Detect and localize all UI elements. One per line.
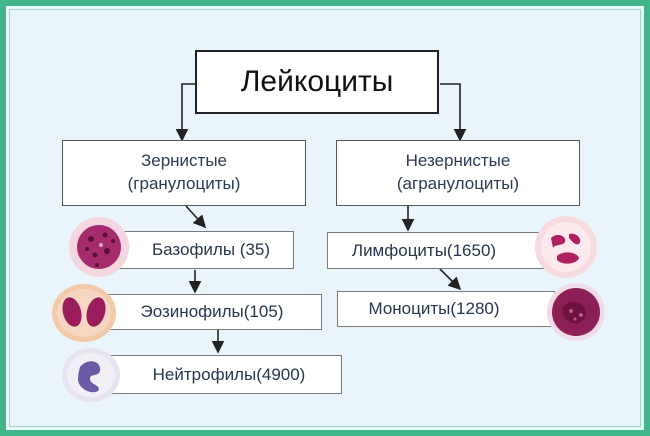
monocyte-cell-image <box>547 283 605 341</box>
lymphocyte-cell-image <box>535 216 597 278</box>
basophils-label: Базофилы (35) <box>151 240 271 259</box>
neutrophils-label: Нейтрофилы(4900) <box>152 364 306 384</box>
title-text: Лейкоциты <box>240 65 394 98</box>
arrow-root-to-agranular <box>440 83 467 142</box>
neutrophils-box: Нейтрофилы(4900) <box>94 355 342 394</box>
eosinophil-cell-image <box>52 284 116 342</box>
basophils-box: Базофилы (35) <box>104 231 294 269</box>
title-box: Лейкоциты <box>195 50 439 114</box>
lymphocytes-box: Лимфоциты(1650) <box>327 232 557 269</box>
arrow-lymphocytes-to-monocytes <box>439 268 462 291</box>
lymphocytes-label: Лимфоциты(1650) <box>351 240 497 260</box>
granular-sublabel: (гранулоциты) <box>127 174 241 193</box>
agranular-group-box: Незернистые (агранулоциты) <box>336 140 580 206</box>
monocytes-label: Моноциты(1280) <box>368 299 500 318</box>
agranular-label: Незернистые <box>405 151 511 171</box>
arrow-granular-to-basophils <box>185 205 207 229</box>
basophil-cell-image <box>69 217 129 277</box>
arrow-root-to-granular <box>175 83 195 142</box>
eosinophils-box: Эозинофилы(105) <box>84 294 322 330</box>
granular-label: Зернистые <box>140 151 228 171</box>
granular-group-box: Зернистые (гранулоциты) <box>62 140 306 206</box>
monocytes-box: Моноциты(1280) <box>337 291 555 327</box>
neutrophil-cell-image <box>62 348 120 402</box>
eosinophils-label: Эозинофилы(105) <box>140 302 284 321</box>
agranular-sublabel: (агранулоциты) <box>396 174 520 193</box>
